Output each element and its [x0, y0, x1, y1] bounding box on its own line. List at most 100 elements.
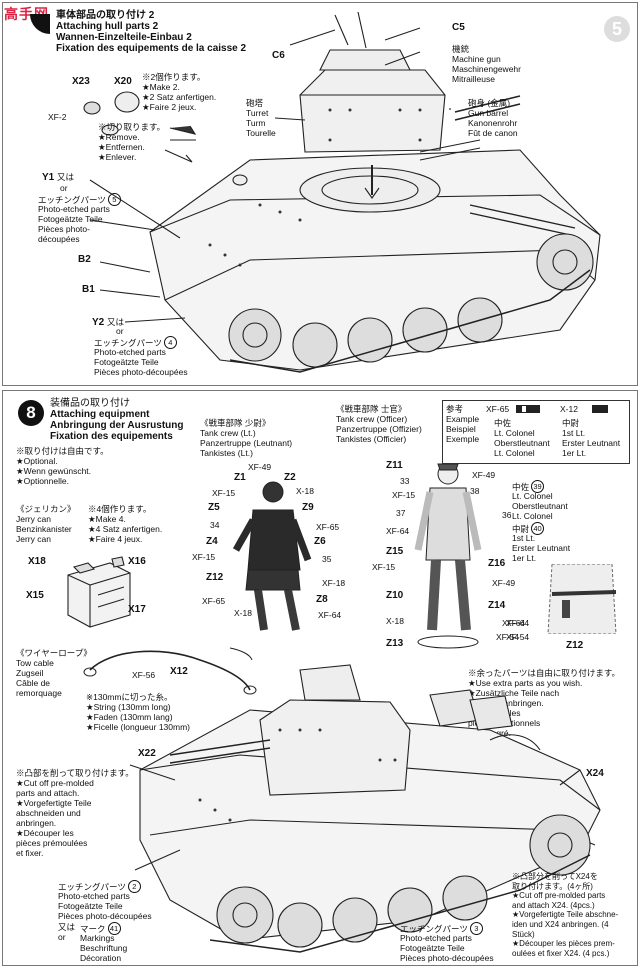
rank-insignia-icons: [516, 405, 608, 413]
fig1-xf18: XF-18: [322, 578, 346, 588]
step8-tank-illustration: [129, 664, 601, 953]
inset-z12: Z12: [566, 640, 584, 651]
fig1-z8: Z8: [316, 594, 328, 605]
fig1-xf15b: XF-15: [192, 552, 216, 562]
belt-detail-inset: [547, 564, 617, 634]
part-y2: Y2 又は: [92, 317, 125, 328]
part-x15-jerry: X15: [26, 590, 44, 601]
inset-xf54: XF-54: [506, 632, 530, 642]
fig1-xf49: XF-49: [248, 462, 272, 472]
fig1-z9: Z9: [302, 502, 314, 513]
step7-tank-illustration: [83, 11, 601, 373]
fig1-xf64: XF-64: [318, 610, 342, 620]
fig1-z5: Z5: [208, 502, 220, 513]
fig2-z11: Z11: [386, 460, 403, 471]
seated-tanker-figure: [232, 481, 312, 631]
or-label-y2: or: [116, 326, 124, 336]
fig1-z2: Z2: [284, 472, 296, 483]
part-c6: C6: [272, 50, 285, 61]
fig1-x18: X-18: [296, 486, 314, 496]
part-x23: X23: [72, 76, 90, 87]
fig1-z12: Z12: [206, 572, 224, 583]
paint-xf2: XF-2: [48, 112, 67, 122]
string-note: ※130mmに切った糸。★String (130mm long) ★Faden …: [86, 692, 190, 732]
fig2-decal36: 36: [502, 510, 512, 520]
remove-note: ※切り取ります。★Remove. ★Entfernen.★Enlever.: [98, 122, 166, 162]
fig2-z13: Z13: [386, 638, 404, 649]
optional-note: ※取り付けは自由です。★Optional. ★Wenn gewünscht.★O…: [16, 446, 109, 486]
fig2-xf15: XF-15: [392, 490, 416, 500]
tow-cable-illustration: [83, 647, 257, 695]
fig1-decal34: 34: [210, 520, 220, 530]
part-b2: B2: [78, 254, 91, 265]
fig2-xf54: XF-54: [496, 632, 520, 642]
fig1-xf65b: XF-65: [202, 596, 226, 606]
standing-officer-figure: [414, 463, 482, 649]
fig1-x18b: X-18: [234, 608, 252, 618]
markings-or: 又は: [58, 922, 76, 932]
fig2-decal33: 33: [400, 476, 410, 486]
step7-panel: [2, 2, 638, 386]
step8-panel: [2, 390, 638, 966]
example-xf65: XF-65: [486, 404, 510, 414]
paint-xf56: XF-56: [132, 670, 156, 680]
cutoff-note: ※凸部を削って取り付けます。★Cut off pre-molded parts …: [16, 768, 134, 858]
fig2-z15: Z15: [386, 546, 404, 557]
fig1-decal35: 35: [322, 554, 332, 564]
fig2-z10: Z10: [386, 590, 404, 601]
fig2-decal37: 37: [396, 508, 406, 518]
example-x12: X-12: [560, 404, 578, 414]
fig1-z4: Z4: [206, 536, 218, 547]
part-x24: X24: [586, 768, 604, 779]
part-x12-cable: X12: [170, 666, 188, 677]
fig2-xf15b: XF-15: [372, 562, 396, 572]
fig1-xf65: XF-65: [316, 522, 340, 532]
fig2-xf64: XF-64: [386, 526, 410, 536]
lt-decal-lines: 1st Lt.Erster Leutnant 1er Lt.: [512, 533, 571, 563]
part-y1: Y1 又は: [42, 172, 75, 183]
fig2-xf49b: XF-49: [492, 578, 516, 588]
fig1-z6: Z6: [314, 536, 326, 547]
fig2-xf64b: XF-64: [502, 618, 526, 628]
part-x18-jerry: X18: [28, 556, 46, 567]
fig2-z16: Z16: [488, 558, 506, 569]
rank-example-box: [442, 400, 630, 464]
fig2-z14: Z14: [488, 600, 506, 611]
fig2-decal38: 38: [470, 486, 480, 496]
inset-xf64: XF-64: [506, 618, 530, 628]
part-x22: X22: [138, 748, 156, 759]
fig2-x18: X-18: [386, 616, 404, 626]
make-2-note: ※2個作ります。★Make 2. ★2 Satz anfertigen.★Fai…: [142, 72, 217, 112]
part-c5: C5: [452, 22, 465, 33]
fig1-z1: Z1: [234, 472, 246, 483]
fig2-xf49: XF-49: [472, 470, 496, 480]
or-label-y1: or: [60, 183, 68, 193]
part-x16: X16: [128, 556, 146, 567]
jerry-can-illustration: [67, 556, 131, 628]
part-x20: X20: [114, 76, 132, 87]
fig1-xf15: XF-15: [212, 488, 236, 498]
crew-lt-label: 《戦車部隊 少尉》Tank crew (Lt.) Panzertruppe (L…: [200, 418, 293, 458]
crew-officer-label: 《戦車部隊 士官》Tank crew (Officer) Panzertrupp…: [336, 404, 422, 444]
jerry-can-make-note: ※4個作ります。★Make 4. ★4 Satz anfertigen.★Fai…: [88, 504, 163, 544]
x24-note: ※凸部分を削ってX24を取り付けます。(4ヶ所) ★Cut off pre-mo…: [512, 872, 619, 958]
